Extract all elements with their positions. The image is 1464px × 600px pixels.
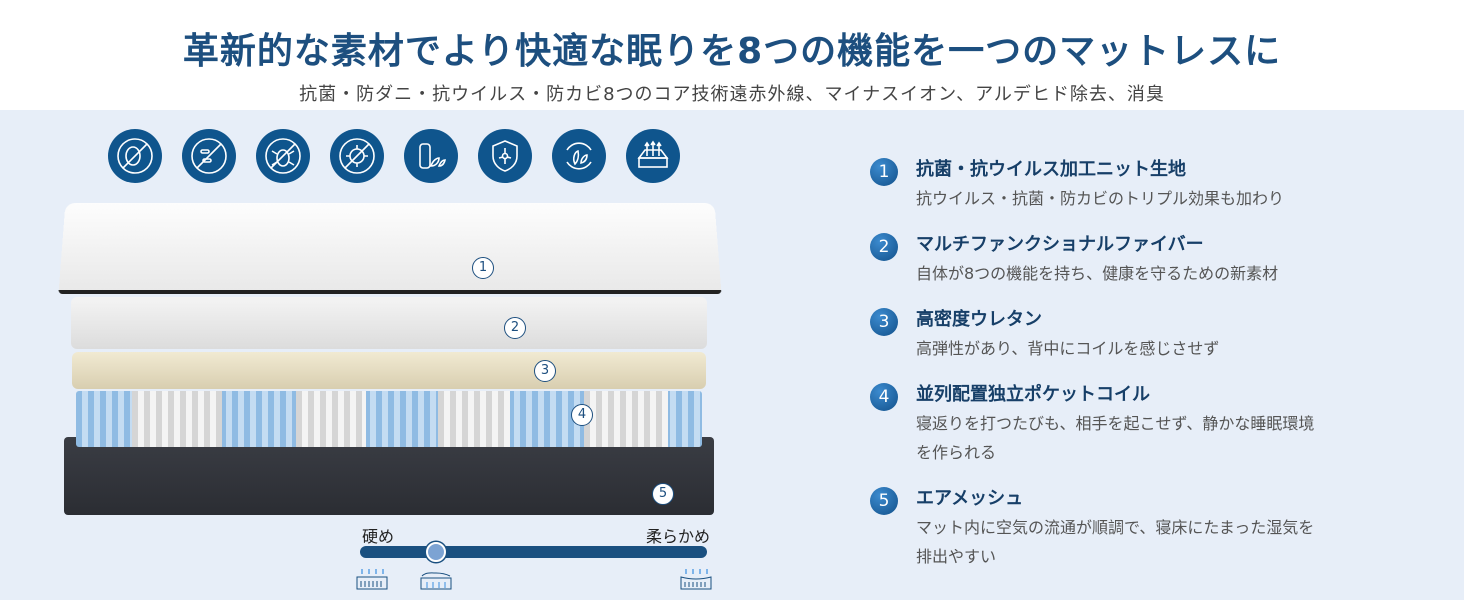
feature-number: 2 xyxy=(870,233,898,261)
layer-fiber xyxy=(71,297,707,349)
layer-marker-1: 1 xyxy=(472,257,494,279)
aldehyde-shield-icon xyxy=(478,129,532,183)
far-infrared-roll-icon xyxy=(404,129,458,183)
no-germ-icon xyxy=(108,129,162,183)
soft-mattress-icon xyxy=(680,569,712,590)
layer-knit-fabric xyxy=(58,202,722,295)
feature-number: 3 xyxy=(870,308,898,336)
no-virus-icon xyxy=(330,129,384,183)
feature-desc: 寝返りを打つたびも、相手を起こせず、静かな睡眠環境を作られる xyxy=(916,414,1315,462)
firm-mattress-icon xyxy=(356,569,388,590)
feature-number: 4 xyxy=(870,383,898,411)
layer-air-mesh xyxy=(64,437,714,515)
layer-marker-5: 5 xyxy=(652,483,674,505)
feature-number: 1 xyxy=(870,158,898,186)
feature-item: 1 抗菌・抗ウイルス加工ニット生地抗ウイルス・抗菌・防カビのトリプル効果も加わり xyxy=(870,156,1336,213)
breathable-mattress-icon xyxy=(626,129,680,183)
feature-title: 抗菌・抗ウイルス加工ニット生地 xyxy=(916,159,1186,180)
layer-marker-2: 2 xyxy=(504,317,526,339)
feature-desc: マット内に空気の流通が順調で、寝床にたまった湿気を排出やすい xyxy=(916,518,1315,566)
layer-marker-3: 3 xyxy=(534,360,556,382)
feature-title: 高密度ウレタン xyxy=(916,309,1042,330)
layer-marker-4: 4 xyxy=(571,404,593,426)
feature-item: 3 高密度ウレタン高弾性があり、背中にコイルを感じさせず xyxy=(870,306,1336,363)
firmness-indicator xyxy=(426,542,447,562)
page-title: 革新的な素材でより快適な眠りを8つの機能を一つのマットレスに xyxy=(182,31,1282,72)
feature-desc: 抗ウイルス・抗菌・防カビのトリプル効果も加わり xyxy=(916,189,1285,208)
feature-icons xyxy=(108,129,680,183)
feature-item: 4 並列配置独立ポケットコイル寝返りを打つたびも、相手を起こせず、静かな睡眠環境を… xyxy=(870,381,1336,467)
feature-title: 並列配置独立ポケットコイル xyxy=(916,384,1150,405)
firmness-scale xyxy=(360,542,707,562)
layer-urethane xyxy=(72,352,706,389)
feature-item: 2 マルチファンクショナルファイバー自体が8つの機能を持ち、健康を守るための新素材 xyxy=(870,231,1336,288)
feature-title: マルチファンクショナルファイバー xyxy=(916,234,1204,255)
eco-deodorize-icon xyxy=(552,129,606,183)
page-subtitle: 抗菌・防ダニ・抗ウイルス・防カビ8つのコア技術遠赤外線、マイナスイオン、アルデヒ… xyxy=(299,84,1165,105)
layer-pocket-coil xyxy=(76,391,702,447)
no-mite-icon xyxy=(256,129,310,183)
feature-title: エアメッシュ xyxy=(916,488,1024,509)
header-band xyxy=(0,0,1464,110)
no-bacteria-icon xyxy=(182,129,236,183)
feature-desc: 高弾性があり、背中にコイルを感じさせず xyxy=(916,339,1220,358)
feature-desc: 自体が8つの機能を持ち、健康を守るための新素材 xyxy=(916,264,1279,283)
firmness-hard-label: 硬め xyxy=(362,527,395,546)
feature-item: 5 エアメッシュマット内に空気の流通が順調で、寝床にたまった湿気を排出やすい xyxy=(870,485,1336,571)
sleeper-mattress-icon xyxy=(420,572,452,590)
firmness-soft-label: 柔らかめ xyxy=(646,527,711,546)
feature-number: 5 xyxy=(870,487,898,515)
